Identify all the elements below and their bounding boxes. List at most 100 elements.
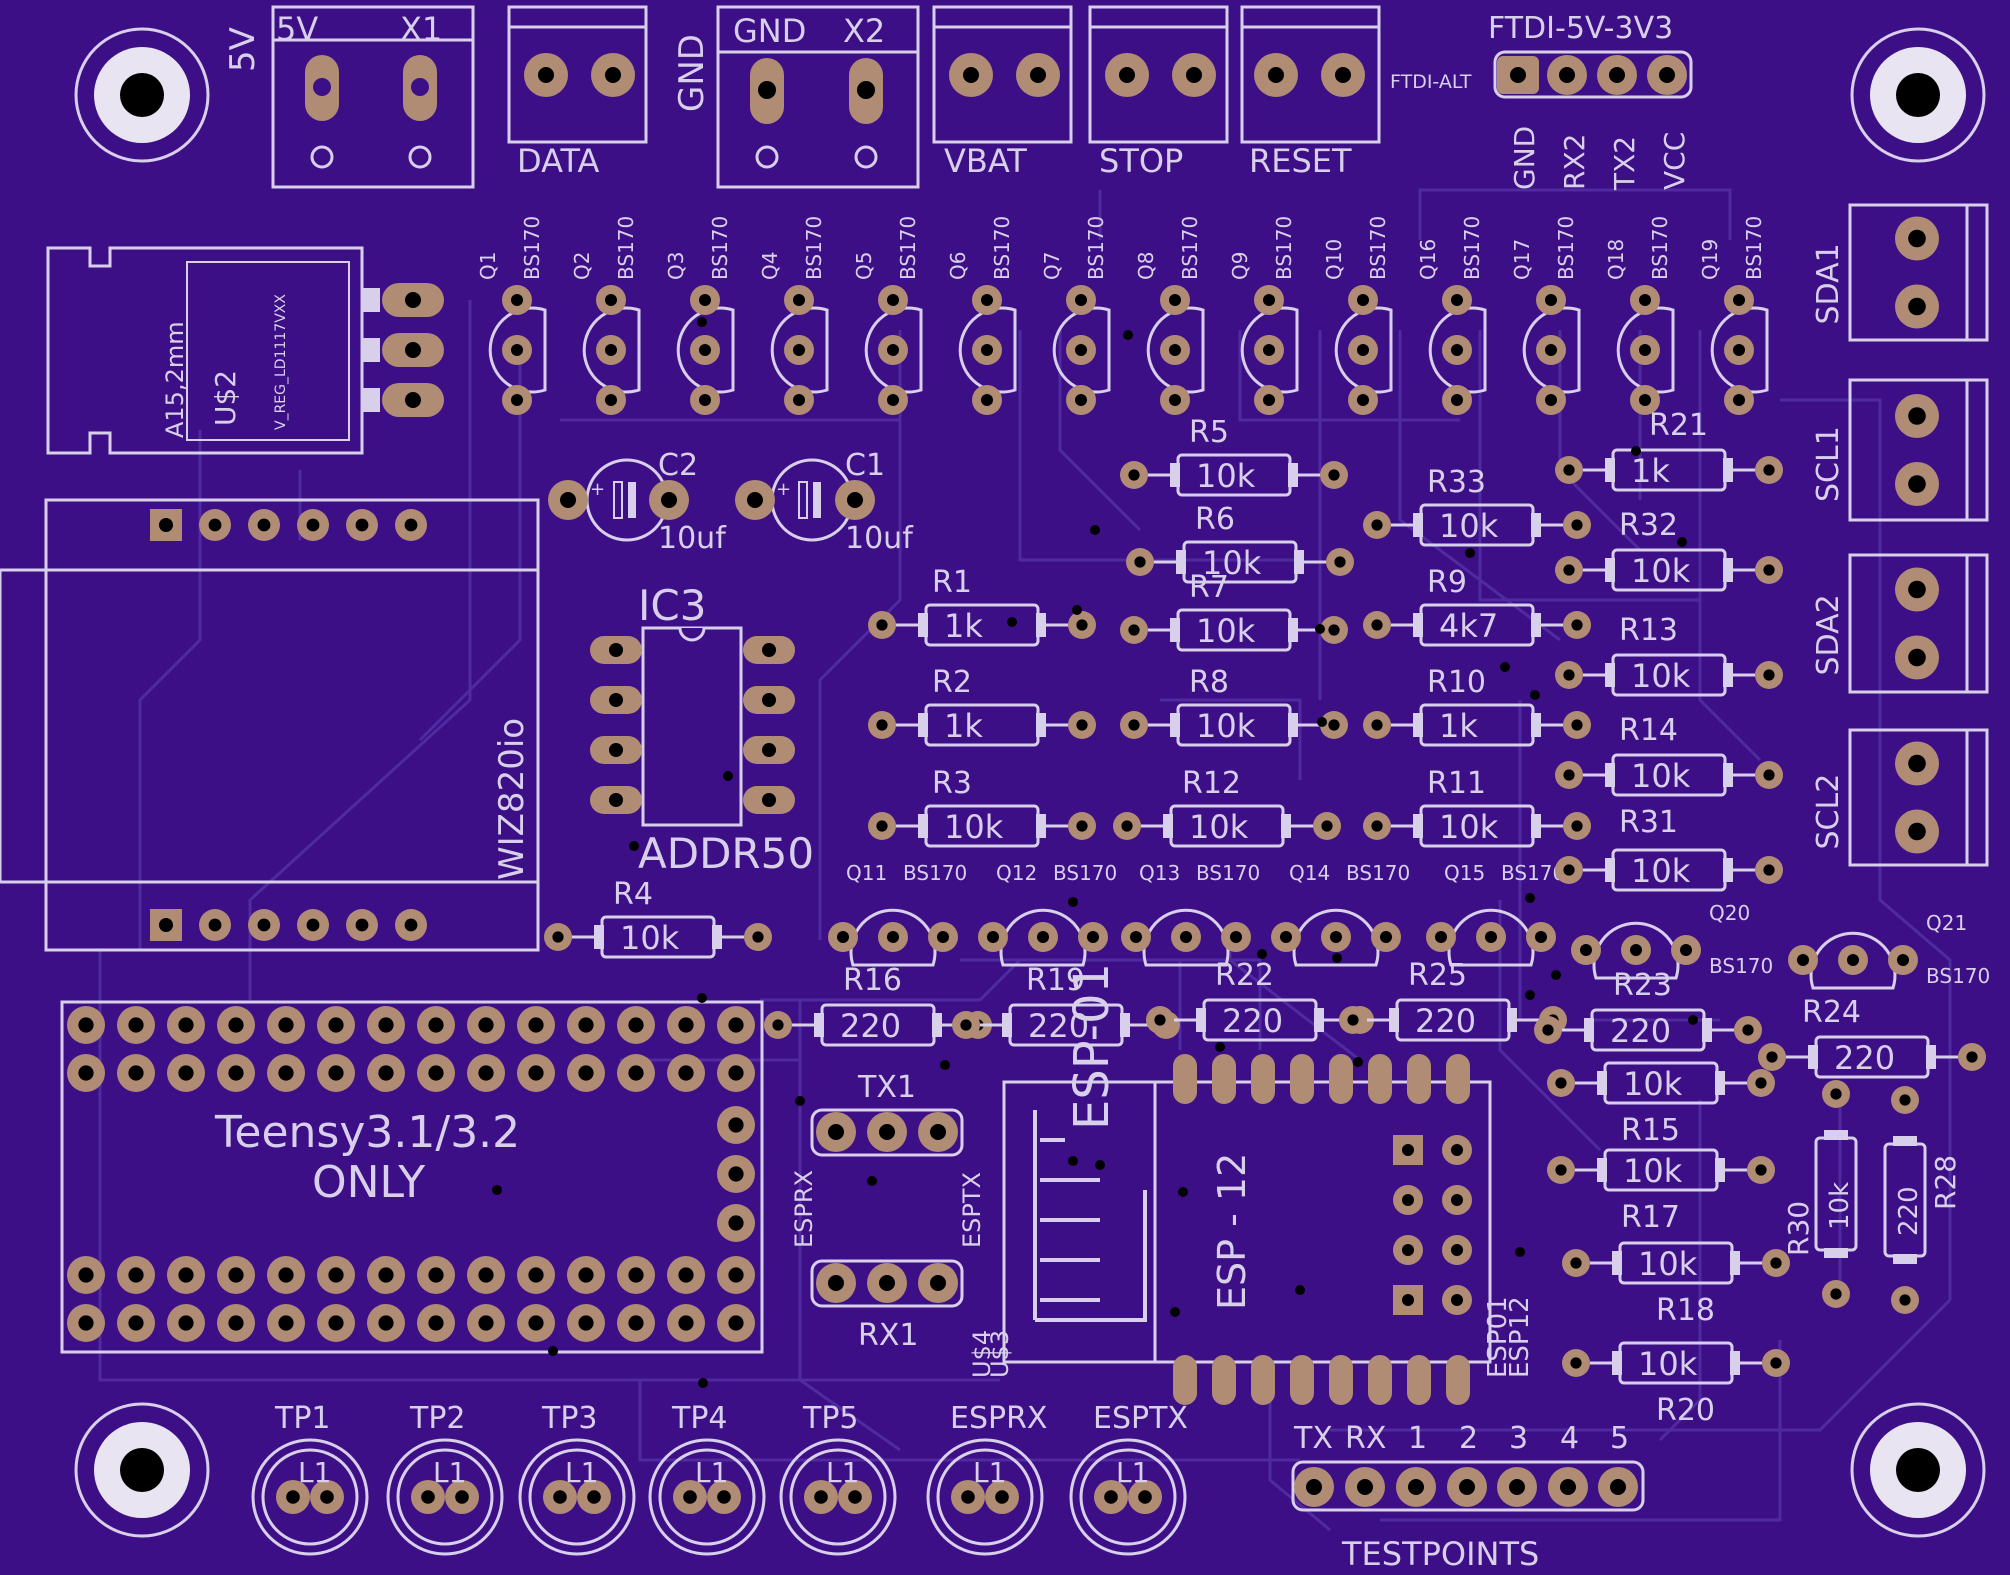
testpoint-mark: L1: [826, 1456, 859, 1489]
via: [1525, 893, 1535, 903]
transistor-ref: Q7: [1040, 252, 1064, 280]
transistor-ref: Q14: [1289, 861, 1330, 885]
testpoint-label: TP5: [802, 1401, 859, 1436]
teensy-pin: [117, 1006, 155, 1044]
teensy-pin: [267, 1006, 305, 1044]
transistor-part: BS170: [990, 216, 1014, 280]
cap-c1: + C1 10uf: [735, 448, 914, 556]
pad: [744, 923, 772, 951]
teensy-pin: [67, 1256, 105, 1294]
terminal-gnd-label: GND: [733, 12, 806, 50]
terminal-sda1: SDA1: [1811, 203, 1989, 342]
pad: [1555, 661, 1583, 689]
pad: [1526, 922, 1556, 952]
pad: [1555, 856, 1583, 884]
pad: [1822, 1080, 1850, 1108]
ftdi-header: FTDI-5V-3V3 FTDI-ALT GND RX2 TX2 VCC: [1390, 11, 1693, 191]
resistor-value: 220: [1834, 1039, 1895, 1077]
resistor-value: 10k: [1623, 1065, 1683, 1103]
via: [795, 1096, 805, 1106]
via: [1178, 1187, 1188, 1197]
resistor-value: 1k: [944, 707, 983, 745]
pad: [928, 922, 958, 952]
resistor-ref: R22: [1215, 958, 1274, 993]
resistor-ref: R10: [1427, 665, 1486, 700]
terminal-stop: STOP: [1088, 5, 1229, 180]
pad: [1221, 922, 1251, 952]
pad: [502, 385, 532, 415]
pad: [411, 1480, 445, 1514]
pad: [1630, 285, 1660, 315]
pad: [1630, 335, 1660, 365]
pad: [1724, 385, 1754, 415]
via: [1500, 662, 1510, 672]
pad: [1838, 945, 1868, 975]
esptx-vertical-label: ESPTX: [958, 1172, 986, 1248]
pad: [1254, 335, 1284, 365]
transistor-ref: Q1: [476, 252, 500, 280]
trace: [418, 350, 522, 742]
pad: [690, 385, 720, 415]
resistor-value: 10k: [1631, 852, 1691, 890]
transistor-part: BS170: [520, 216, 544, 280]
terminal-5v-x1: 5V X1 5V: [223, 5, 475, 189]
esp01-label: ESP-01: [1064, 963, 1120, 1130]
pad: [828, 922, 858, 952]
via: [723, 771, 733, 781]
teensy-pin: [517, 1256, 555, 1294]
teensy-pin: [367, 1054, 405, 1092]
teensy-pin: [567, 1256, 605, 1294]
resistor-ref: R14: [1619, 713, 1678, 748]
esprx-vertical-label: ESPRX: [790, 1170, 818, 1248]
resistor-value: 10k: [1439, 808, 1499, 846]
pad: [1747, 1156, 1775, 1184]
esp12-pad: [1251, 1355, 1275, 1405]
pad: [1534, 1016, 1562, 1044]
pad: [1755, 761, 1783, 789]
resistor-ref: R12: [1182, 766, 1241, 801]
via: [1525, 990, 1535, 1000]
pad: [1363, 611, 1391, 639]
via: [1332, 953, 1342, 963]
teensy-pin: [667, 1304, 705, 1342]
transistor-ref: Q21: [1926, 911, 1967, 935]
pad: [1120, 711, 1148, 739]
terminal-stop-label: STOP: [1099, 142, 1183, 180]
resistor-value: 10k: [1825, 1182, 1855, 1230]
resistor-ref: R8: [1189, 665, 1229, 700]
mounting-hole: [1850, 27, 1986, 163]
resistor-ref: R16: [843, 963, 902, 998]
transistor-ref: Q17: [1510, 239, 1534, 280]
resistor-ref: R1: [932, 565, 972, 600]
teensy-pin: [567, 1304, 605, 1342]
pad: [1788, 945, 1818, 975]
terminal-x1-label: X1: [400, 10, 442, 48]
pad: [1536, 385, 1566, 415]
pad: [1563, 511, 1591, 539]
wiz820io-module: WIZ820io: [0, 498, 540, 952]
teensy-pin: [217, 1006, 255, 1044]
resistor-ref: R33: [1427, 465, 1486, 500]
pad: [276, 1480, 310, 1514]
transistor-ref: Q9: [1228, 252, 1252, 280]
ftdi-pin-vcc: VCC: [1658, 132, 1691, 190]
testpoint-mark: L1: [433, 1456, 466, 1489]
resistor-ref: R2: [932, 665, 972, 700]
teensy-pin: [467, 1256, 505, 1294]
pad: [868, 611, 896, 639]
pad: [596, 335, 626, 365]
teensy-pin: [317, 1256, 355, 1294]
testpoint-label: TP1: [274, 1401, 331, 1436]
